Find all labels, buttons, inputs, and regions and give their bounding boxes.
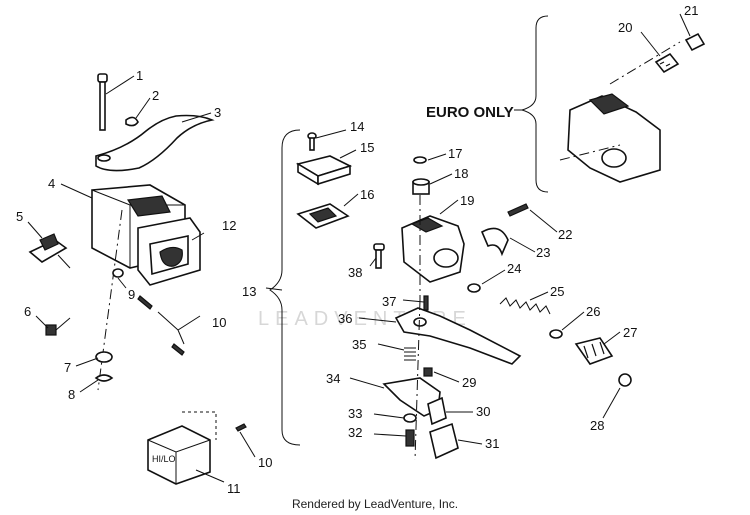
hilo-switch-text: HI/LO bbox=[152, 454, 176, 464]
callout-37: 37 bbox=[382, 294, 396, 309]
callout-25: 25 bbox=[550, 284, 564, 299]
callout-23: 23 bbox=[536, 245, 550, 260]
bracket-part-3 bbox=[95, 114, 215, 172]
bolt-part-1 bbox=[97, 73, 108, 131]
knob-part-5 bbox=[28, 233, 71, 269]
switch-housing-assembly: HI/LO bbox=[28, 73, 247, 485]
callout-32: 32 bbox=[348, 425, 362, 440]
washer-part-17 bbox=[413, 156, 427, 164]
callout-6: 6 bbox=[24, 304, 31, 319]
callout-31: 31 bbox=[485, 436, 499, 451]
callout-12: 12 bbox=[222, 218, 236, 233]
callout-29: 29 bbox=[462, 375, 476, 390]
pin-part-37 bbox=[423, 295, 429, 311]
callout-1: 1 bbox=[136, 68, 143, 83]
euro-only-group: EURO ONLY bbox=[426, 15, 706, 193]
clamp-part-23 bbox=[480, 227, 509, 257]
clip-part-8 bbox=[94, 374, 114, 382]
screw-part-38 bbox=[373, 243, 385, 269]
screw-part-22 bbox=[507, 203, 529, 217]
nut-part-29 bbox=[423, 367, 433, 377]
callout-8: 8 bbox=[68, 387, 75, 402]
master-cylinder-assembly bbox=[269, 129, 632, 461]
callout-19: 19 bbox=[460, 193, 474, 208]
callout-24: 24 bbox=[507, 261, 521, 276]
bushing-part-18 bbox=[412, 178, 430, 195]
callout-17: 17 bbox=[448, 146, 462, 161]
callout-9: 9 bbox=[128, 287, 135, 302]
washer-part-9 bbox=[112, 268, 124, 278]
washer-part-24 bbox=[467, 283, 481, 293]
callout-18: 18 bbox=[454, 166, 468, 181]
lever-part-36 bbox=[394, 307, 522, 365]
callout-10a: 10 bbox=[212, 315, 226, 330]
callout-20: 20 bbox=[618, 20, 632, 35]
callout-13: 13 bbox=[242, 284, 256, 299]
callout-26: 26 bbox=[586, 304, 600, 319]
euro-only-label: EURO ONLY bbox=[426, 104, 514, 121]
fitting-part-20 bbox=[654, 52, 680, 74]
cap-part-21 bbox=[684, 32, 706, 52]
callout-38: 38 bbox=[348, 265, 362, 280]
callout-5: 5 bbox=[16, 209, 23, 224]
callout-30: 30 bbox=[476, 404, 490, 419]
callout-labels: 1 2 3 4 5 6 7 8 9 10 10 11 12 13 14 15 1… bbox=[16, 3, 698, 496]
callout-15: 15 bbox=[360, 140, 374, 155]
oring-part-28 bbox=[618, 373, 632, 387]
callout-34: 34 bbox=[326, 371, 340, 386]
callout-14: 14 bbox=[350, 119, 364, 134]
spring-part-35 bbox=[404, 347, 416, 361]
screw-part-14 bbox=[307, 132, 317, 151]
callout-10b: 10 bbox=[258, 455, 272, 470]
callout-16: 16 bbox=[360, 187, 374, 202]
callout-3: 3 bbox=[214, 105, 221, 120]
screw-part-10b bbox=[235, 423, 247, 432]
callout-35: 35 bbox=[352, 337, 366, 352]
hilo-switch-part-11: HI/LO bbox=[147, 425, 211, 485]
washer-part-26 bbox=[549, 329, 563, 339]
screw-part-32 bbox=[405, 429, 415, 447]
screw-part-6 bbox=[45, 317, 71, 336]
callout-27: 27 bbox=[623, 325, 637, 340]
leader-lines bbox=[27, 13, 691, 483]
callout-28: 28 bbox=[590, 418, 604, 433]
callout-21: 21 bbox=[684, 3, 698, 18]
washer-part-7 bbox=[95, 351, 113, 363]
callout-4: 4 bbox=[48, 176, 55, 191]
switch-part-31 bbox=[429, 422, 459, 460]
callout-22: 22 bbox=[558, 227, 572, 242]
switch-part-30 bbox=[427, 396, 447, 426]
piston-part-27 bbox=[574, 337, 614, 365]
screw-part-10 bbox=[137, 295, 153, 310]
callout-11: 11 bbox=[227, 481, 241, 496]
callout-36: 36 bbox=[338, 311, 352, 326]
spring-part-25 bbox=[499, 297, 551, 315]
footer-credit: Rendered by LeadVenture, Inc. bbox=[291, 497, 459, 511]
callout-33: 33 bbox=[348, 406, 362, 421]
clip-part-2 bbox=[125, 116, 139, 127]
callout-7: 7 bbox=[64, 360, 71, 375]
washer-part-33 bbox=[403, 413, 417, 423]
callout-2: 2 bbox=[152, 88, 159, 103]
